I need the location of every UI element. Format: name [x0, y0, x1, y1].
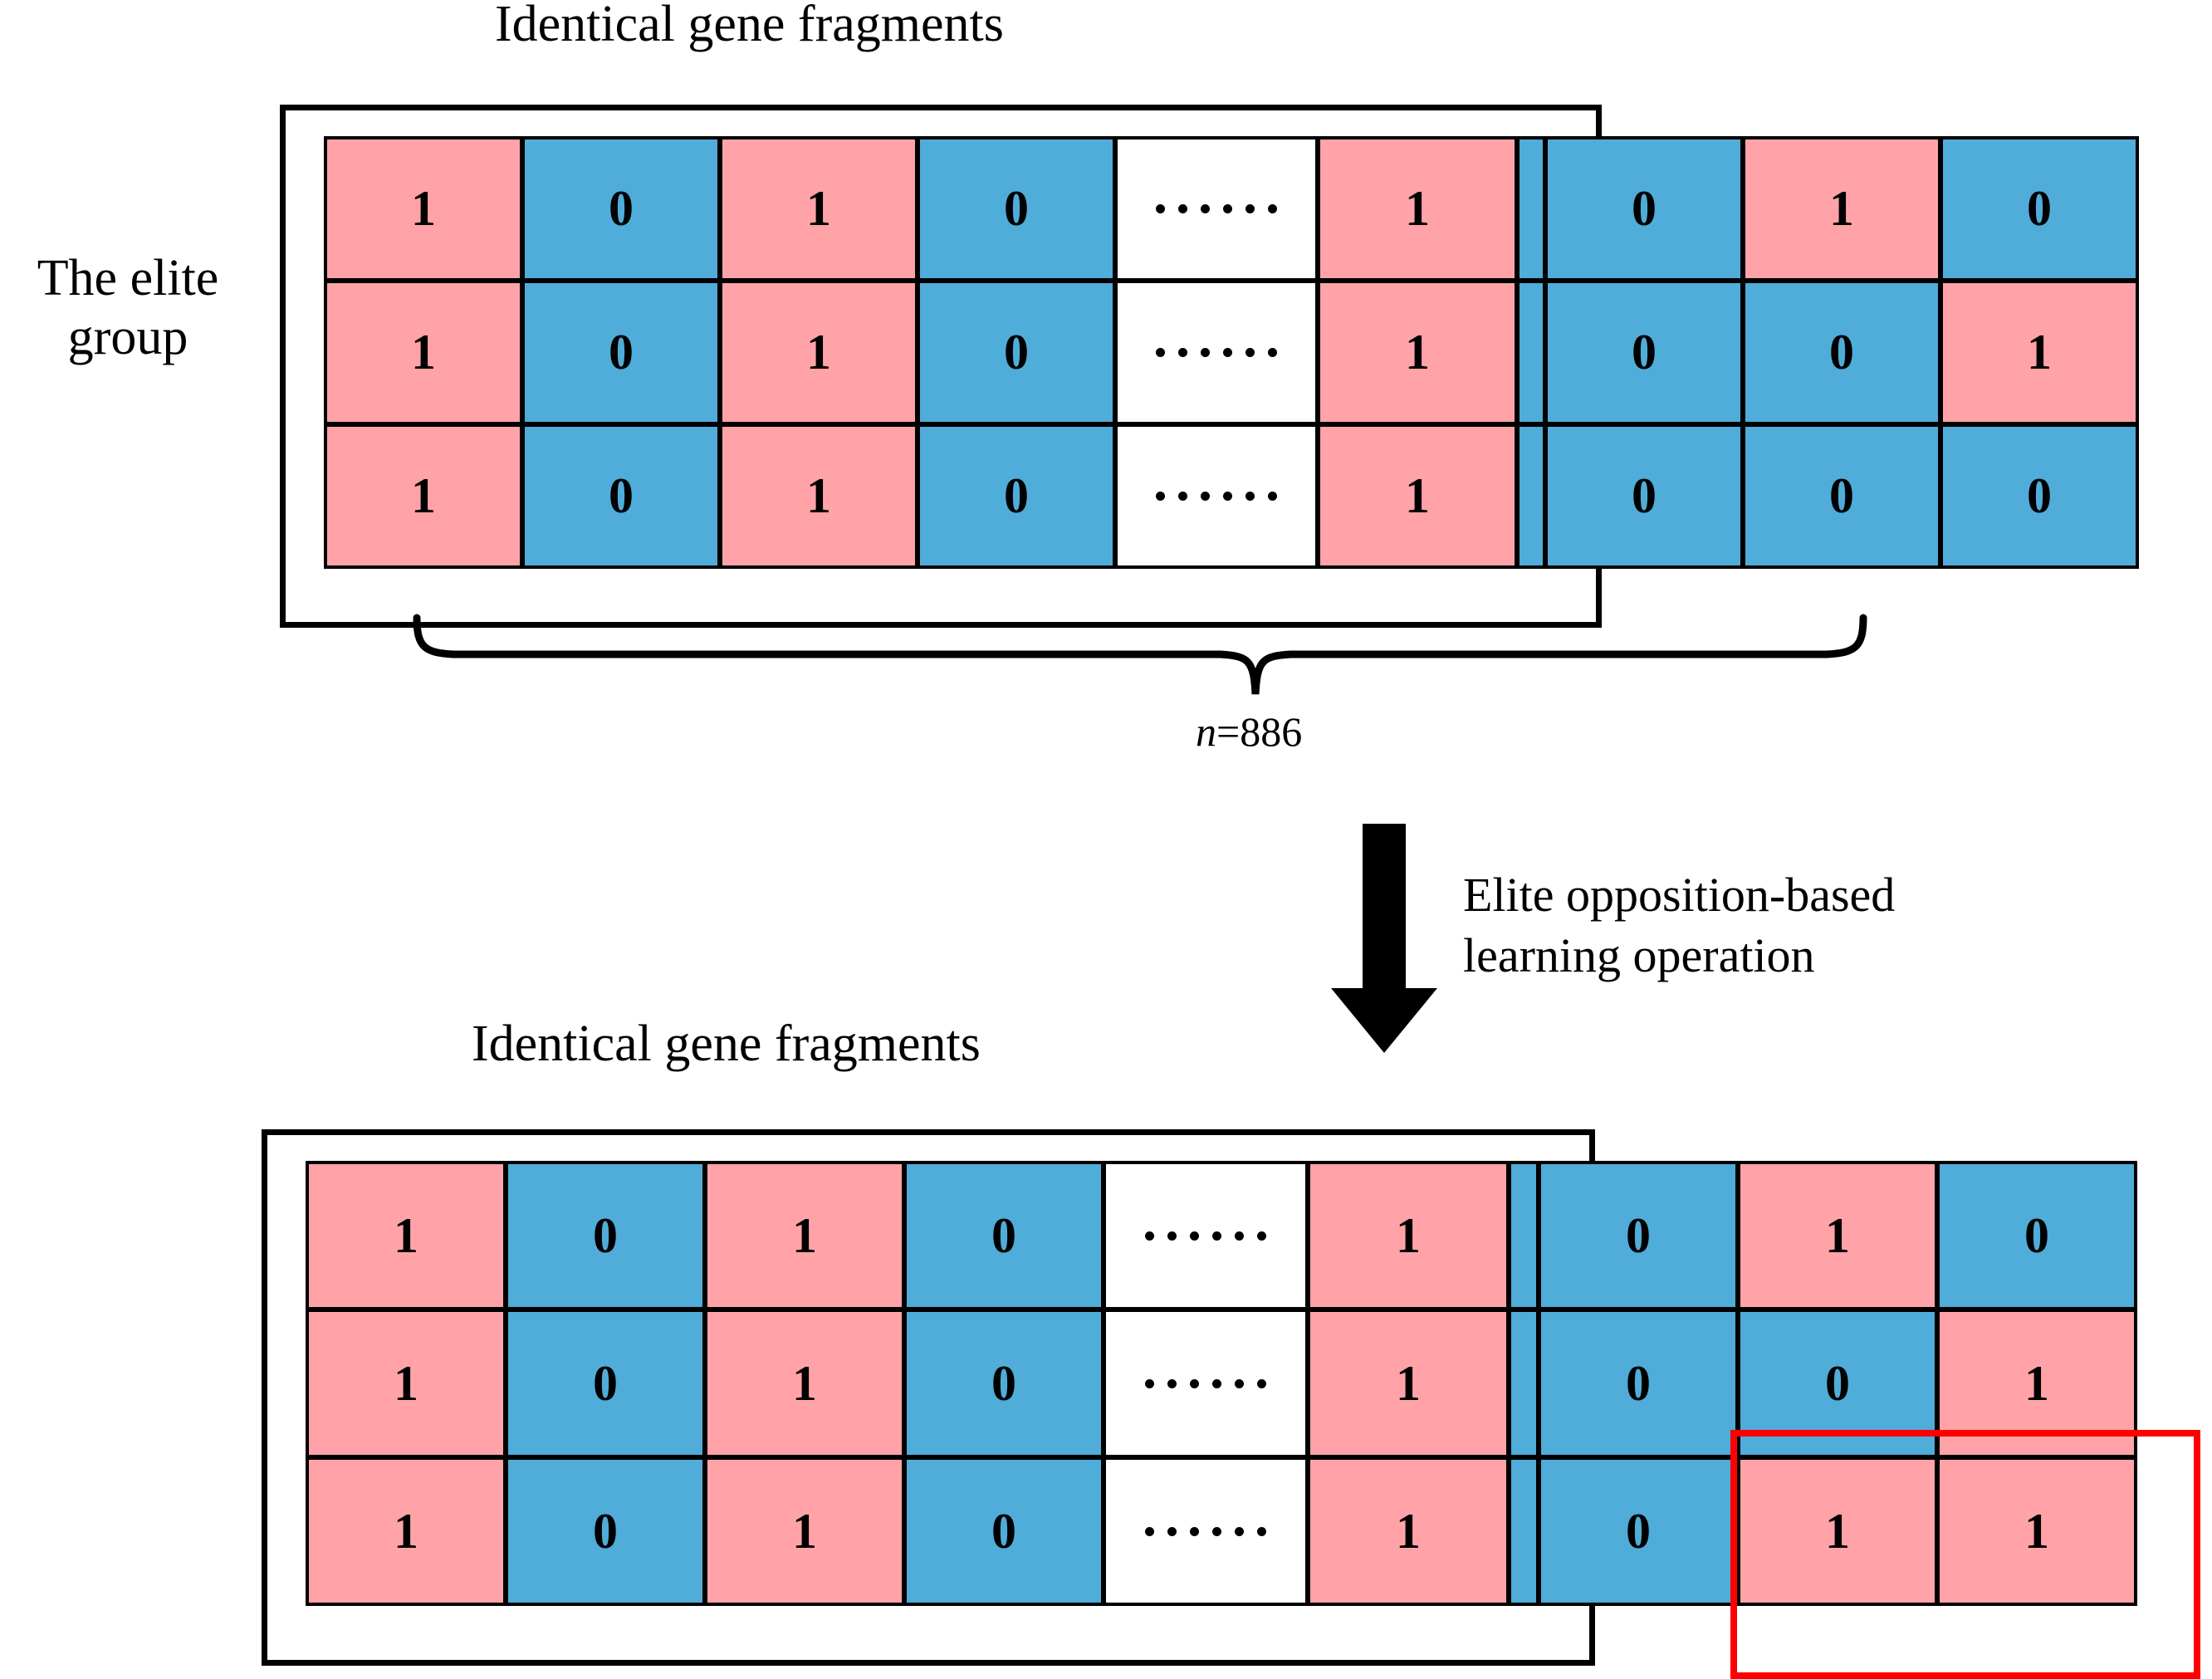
gene-cell[interactable]: 0 — [1940, 136, 2139, 281]
gene-cell[interactable]: 1 — [1936, 1456, 2137, 1606]
gene-cell[interactable]: 1 — [324, 423, 523, 569]
gene-cell[interactable]: 0 — [1940, 423, 2139, 569]
gene-cell[interactable]: 0 — [1538, 1309, 1739, 1458]
gene-cell[interactable]: 0 — [1936, 1161, 2137, 1310]
gene-cell[interactable]: 1 — [306, 1456, 507, 1606]
ellipsis-icon — [1145, 1231, 1266, 1241]
ellipsis-icon — [1156, 348, 1277, 357]
elite-group-label-line2: group — [67, 309, 188, 366]
gene-separator-cell — [1516, 423, 1546, 569]
operation-label-line1: Elite opposition-based — [1463, 868, 1896, 922]
gene-cell[interactable]: 0 — [1544, 280, 1744, 425]
gene-cell[interactable]: 1 — [704, 1456, 905, 1606]
gene-cell[interactable]: 0 — [521, 423, 721, 569]
gene-cell[interactable]: 0 — [1742, 280, 1941, 425]
gene-cell[interactable]: 0 — [903, 1309, 1104, 1458]
gene-cell[interactable]: 0 — [521, 136, 721, 281]
gene-cell[interactable]: 0 — [505, 1161, 706, 1310]
gene-cell[interactable]: 1 — [1307, 1309, 1510, 1458]
gene-separator-cell — [1508, 1309, 1539, 1458]
gene-cell[interactable]: 0 — [917, 423, 1116, 569]
gene-cell[interactable]: 1 — [324, 136, 523, 281]
ellipsis-icon — [1145, 1526, 1266, 1536]
gene-cell[interactable]: 0 — [903, 1161, 1104, 1310]
gene-cell[interactable]: 0 — [1544, 423, 1744, 569]
chromosome-length-value: =886 — [1216, 708, 1303, 755]
gene-cell[interactable]: 0 — [917, 280, 1116, 425]
down-arrow-icon — [1331, 824, 1437, 1053]
ellipsis-icon — [1156, 492, 1277, 501]
gene-cell[interactable]: 1 — [704, 1161, 905, 1310]
bottom-identical-gene-fragments-title: Identical gene fragments — [472, 1016, 981, 1072]
gene-cell[interactable]: 0 — [505, 1309, 706, 1458]
gene-cell[interactable]: 1 — [1307, 1456, 1510, 1606]
chromosome-length-brace — [413, 614, 1867, 695]
gene-cell[interactable]: 0 — [505, 1456, 706, 1606]
gene-cell[interactable]: 1 — [1317, 136, 1518, 281]
gene-ellipsis-cell — [1103, 1456, 1309, 1606]
gene-cell[interactable]: 1 — [719, 423, 918, 569]
table-row: 1 0 1 0 1 0 0 1 — [324, 280, 2139, 425]
gene-separator-cell — [1516, 136, 1546, 281]
gene-cell[interactable]: 1 — [1737, 1161, 1938, 1310]
top-identical-gene-fragments-title: Identical gene fragments — [495, 0, 1004, 52]
gene-ellipsis-cell — [1103, 1161, 1309, 1310]
top-gene-grid: 1 0 1 0 1 0 1 0 1 0 1 0 1 0 0 1 1 0 1 0 … — [324, 136, 2139, 569]
table-row: 1 0 1 0 1 0 1 1 — [306, 1456, 2137, 1606]
gene-ellipsis-cell — [1114, 423, 1319, 569]
gene-separator-cell — [1516, 280, 1546, 425]
gene-cell[interactable]: 1 — [306, 1161, 507, 1310]
chromosome-length-label: n=886 — [1196, 707, 1302, 756]
table-row: 1 0 1 0 1 0 1 0 — [306, 1161, 2137, 1310]
gene-ellipsis-cell — [1114, 136, 1319, 281]
gene-ellipsis-cell — [1103, 1309, 1309, 1458]
red-highlight-box — [1730, 1430, 2200, 1679]
gene-cell[interactable]: 1 — [324, 280, 523, 425]
gene-cell[interactable]: 0 — [1742, 423, 1941, 569]
bottom-gene-grid: 1 0 1 0 1 0 1 0 1 0 1 0 1 0 0 1 1 0 1 0 … — [306, 1161, 2137, 1606]
operation-label-line2: learning operation — [1463, 928, 1815, 982]
gene-cell[interactable]: 1 — [719, 280, 918, 425]
gene-cell[interactable]: 1 — [306, 1309, 507, 1458]
gene-cell[interactable]: 1 — [1317, 280, 1518, 425]
gene-cell[interactable]: 1 — [1940, 280, 2139, 425]
gene-cell[interactable]: 0 — [521, 280, 721, 425]
gene-ellipsis-cell — [1114, 280, 1319, 425]
ellipsis-icon — [1156, 204, 1277, 213]
gene-cell[interactable]: 0 — [903, 1456, 1104, 1606]
operation-label: Elite opposition-based learning operatio… — [1463, 865, 2144, 986]
gene-cell[interactable]: 1 — [1307, 1161, 1510, 1310]
gene-cell[interactable]: 1 — [1317, 423, 1518, 569]
gene-cell[interactable]: 0 — [1538, 1161, 1739, 1310]
table-row: 1 0 1 0 1 0 0 0 — [324, 423, 2139, 569]
chromosome-length-var: n — [1196, 708, 1216, 755]
gene-cell[interactable]: 0 — [1544, 136, 1744, 281]
table-row: 1 0 1 0 1 0 1 0 — [324, 136, 2139, 281]
gene-cell[interactable]: 1 — [1742, 136, 1941, 281]
gene-separator-cell — [1508, 1161, 1539, 1310]
elite-group-label: The elite group — [12, 249, 244, 368]
gene-separator-cell — [1508, 1456, 1539, 1606]
gene-cell[interactable]: 1 — [704, 1309, 905, 1458]
elite-group-label-line1: The elite — [37, 250, 219, 306]
gene-cell[interactable]: 0 — [917, 136, 1116, 281]
ellipsis-icon — [1145, 1378, 1266, 1388]
gene-cell[interactable]: 0 — [1538, 1456, 1739, 1606]
gene-cell[interactable]: 1 — [719, 136, 918, 281]
